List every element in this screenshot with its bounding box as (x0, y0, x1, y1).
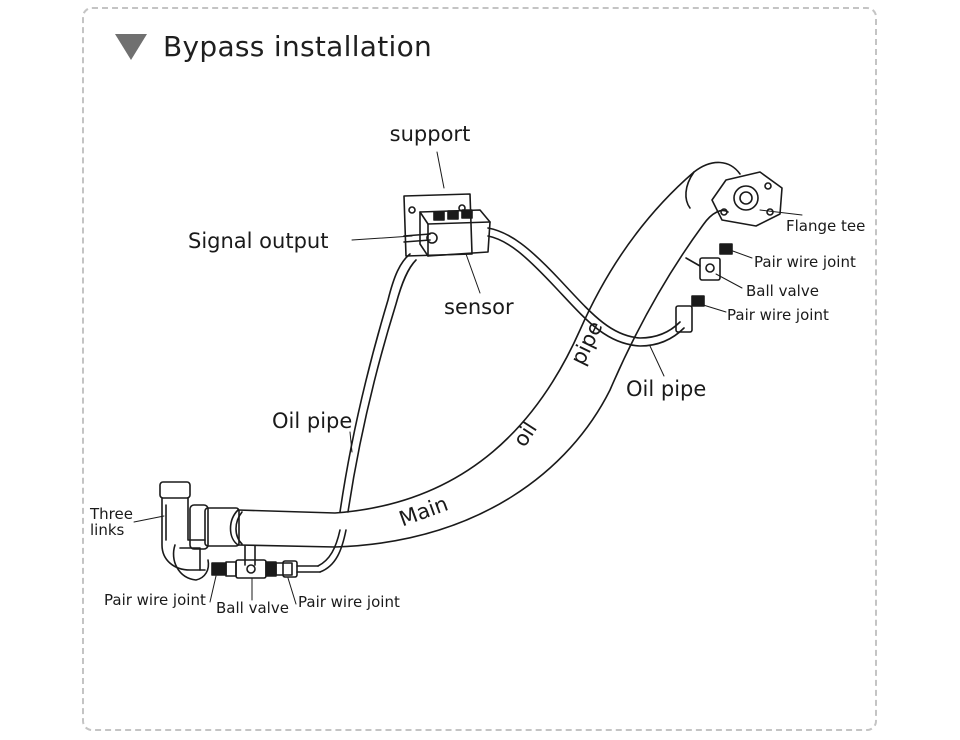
label-pipe: pipe (566, 317, 607, 368)
label-support: support (390, 122, 471, 146)
sensor-assembly (403, 193, 491, 257)
left-oil-pipe (339, 253, 417, 513)
label-main: Main (396, 492, 451, 532)
label-pair-wire-joint-right: Pair wire joint (727, 306, 829, 324)
diagram-frame (82, 7, 877, 731)
bottom-bypass-line (211, 529, 347, 579)
label-oil-pipe-left: Oil pipe (272, 409, 352, 433)
label-ball-valve-right: Ball valve (746, 282, 819, 300)
label-flange-tee: Flange tee (786, 217, 865, 235)
label-three-links-line2: links (90, 521, 125, 539)
label-ball-valve-bottom: Ball valve (216, 599, 289, 617)
label-oil: oil (508, 417, 541, 451)
label-oil-pipe-right: Oil pipe (626, 377, 706, 401)
three-links-fitting (159, 481, 240, 581)
header: Bypass installation (113, 26, 432, 66)
main-oil-pipe (229, 161, 741, 548)
right-oil-pipe (487, 227, 685, 347)
leader-lines (133, 151, 803, 605)
label-pair-wire-joint-top: Pair wire joint (754, 253, 856, 271)
label-three-links-line1: Three (89, 505, 133, 523)
triangle-down-icon (115, 34, 147, 60)
label-sensor: sensor (444, 295, 514, 319)
page-title: Bypass installation (163, 29, 433, 63)
label-pair-wire-joint-bottom-right: Pair wire joint (298, 593, 400, 611)
label-signal-output: Signal output (188, 229, 328, 253)
label-pair-wire-joint-bottom-left: Pair wire joint (104, 591, 206, 609)
